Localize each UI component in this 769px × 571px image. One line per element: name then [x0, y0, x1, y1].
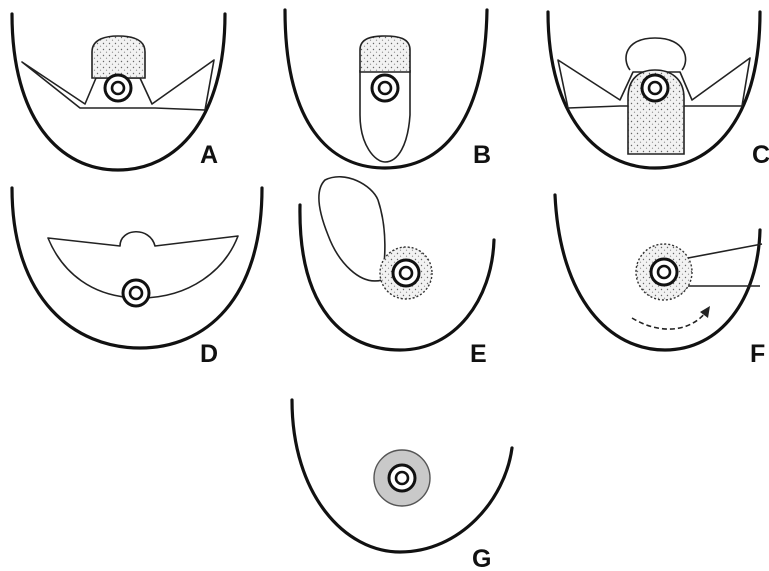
nipple [658, 266, 670, 278]
panel-label-e: E [470, 340, 487, 368]
superior-pedicle [626, 38, 686, 70]
dermal-pedicle [360, 36, 410, 72]
panel-label-a: A [200, 141, 218, 169]
panel-b: B [285, 10, 491, 169]
panel-label-c: C [752, 141, 769, 169]
panel-f: F [555, 195, 765, 368]
rotation-arrow [632, 312, 706, 329]
panel-label-f: F [750, 340, 765, 368]
panel-a: A [12, 14, 225, 170]
nipple [112, 82, 124, 94]
panel-label-d: D [200, 340, 218, 368]
rotated-flap [319, 177, 385, 281]
panel-label-g: G [472, 545, 491, 571]
panel-e: E [300, 177, 494, 368]
nipple [396, 472, 408, 484]
panel-d: D [12, 188, 262, 368]
panel-label-b: B [473, 141, 491, 169]
panel-c: C [548, 12, 769, 169]
panel-g: G [292, 400, 512, 571]
nipple [130, 287, 142, 299]
nipple [400, 267, 412, 279]
nipple [649, 82, 661, 94]
nipple [379, 82, 391, 94]
dermal-pedicle [92, 36, 145, 78]
